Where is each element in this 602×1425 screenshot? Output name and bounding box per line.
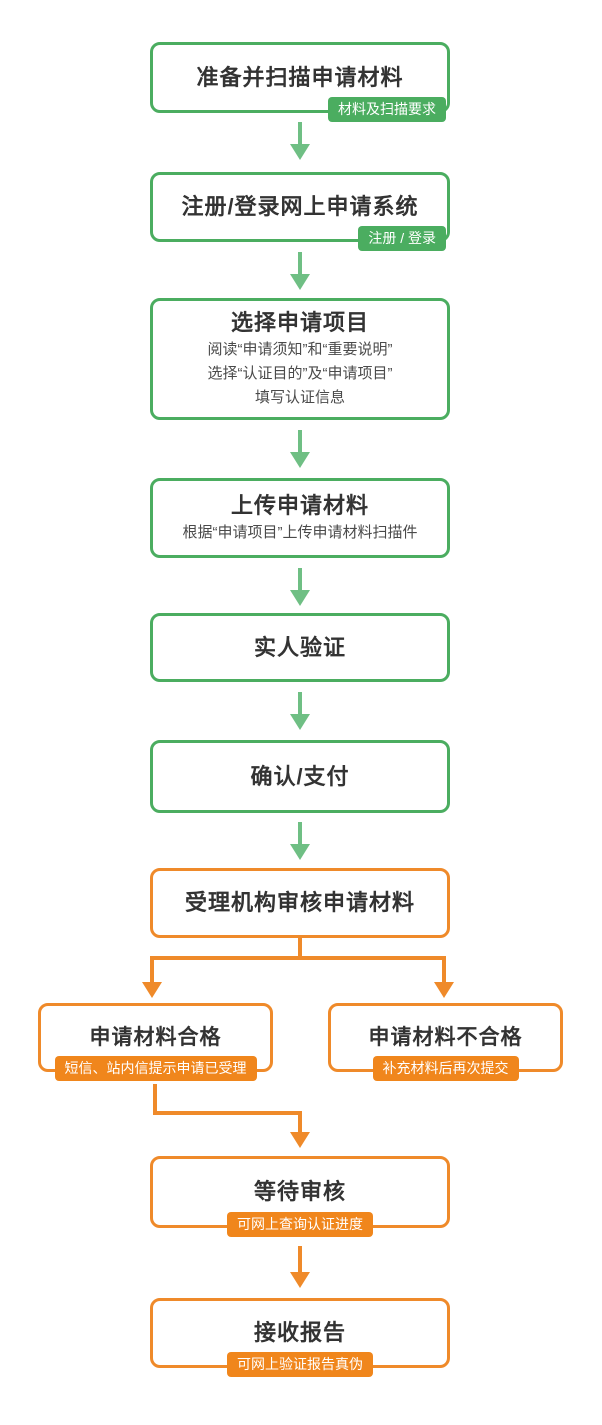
step-title: 确认/支付 — [250, 763, 350, 789]
step-title: 接收报告 — [253, 1320, 346, 1345]
step-upload-materials-box: 上传申请材料 根据“申请项目”上传申请材料扫描件 — [150, 478, 450, 558]
step-review-materials-box: 受理机构审核申请材料 — [150, 868, 450, 938]
arrow-down-icon — [434, 956, 454, 998]
arrow-down-icon — [290, 822, 310, 860]
step-prepare-materials-box: 准备并扫描申请材料 材料及扫描要求 — [150, 42, 450, 122]
step-note: 填写认证信息 — [254, 389, 345, 406]
arrow-down-icon — [290, 430, 310, 468]
step-waiting-review-box: 等待审核 可网上查询认证进度 — [150, 1156, 450, 1237]
step-title: 注册/登录网上申请系统 — [181, 194, 419, 219]
register-login-badge[interactable]: 注册 / 登录 — [358, 226, 446, 251]
arrow-down-icon — [142, 956, 162, 998]
step-title: 申请材料不合格 — [368, 1025, 523, 1049]
step-title: 受理机构审核申请材料 — [184, 890, 415, 915]
step-select-project-box: 选择申请项目 阅读“申请须知”和“重要说明” 选择“认证目的”及“申请项目” 填… — [150, 298, 450, 420]
step-title: 申请材料合格 — [89, 1025, 222, 1049]
step-confirm-payment-box: 确认/支付 — [150, 740, 450, 813]
arrow-down-icon — [290, 1246, 310, 1288]
step-title: 准备并扫描申请材料 — [196, 64, 404, 90]
arrow-down-icon — [290, 1111, 310, 1148]
arrow-down-icon — [290, 252, 310, 290]
arrow-down-icon — [290, 122, 310, 160]
accepted-notice-badge: 短信、站内信提示申请已受理 — [54, 1056, 257, 1081]
step-note: 阅读“申请须知”和“重要说明” — [207, 341, 393, 358]
step-title: 等待审核 — [253, 1179, 346, 1204]
step-title: 选择申请项目 — [230, 310, 369, 335]
materials-requirements-badge[interactable]: 材料及扫描要求 — [328, 97, 446, 122]
progress-query-badge: 可网上查询认证进度 — [227, 1212, 373, 1237]
resubmit-notice-badge: 补充材料后再次提交 — [372, 1056, 519, 1081]
report-verification-badge: 可网上验证报告真伪 — [227, 1352, 373, 1377]
arrow-down-icon — [290, 692, 310, 730]
step-register-login-box: 注册/登录网上申请系统 注册 / 登录 — [150, 172, 450, 251]
step-title: 上传申请材料 — [230, 493, 369, 518]
step-note: 选择“认证目的”及“申请项目” — [207, 365, 393, 382]
step-materials-unqualified-box: 申请材料不合格 补充材料后再次提交 — [328, 1003, 563, 1081]
step-identity-verification-box: 实人验证 — [150, 613, 450, 682]
arrow-down-icon — [290, 568, 310, 606]
step-title: 实人验证 — [253, 634, 346, 660]
step-receive-report-box: 接收报告 可网上验证报告真伪 — [150, 1298, 450, 1377]
step-note: 根据“申请项目”上传申请材料扫描件 — [182, 524, 418, 541]
step-materials-qualified-box: 申请材料合格 短信、站内信提示申请已受理 — [38, 1003, 273, 1081]
